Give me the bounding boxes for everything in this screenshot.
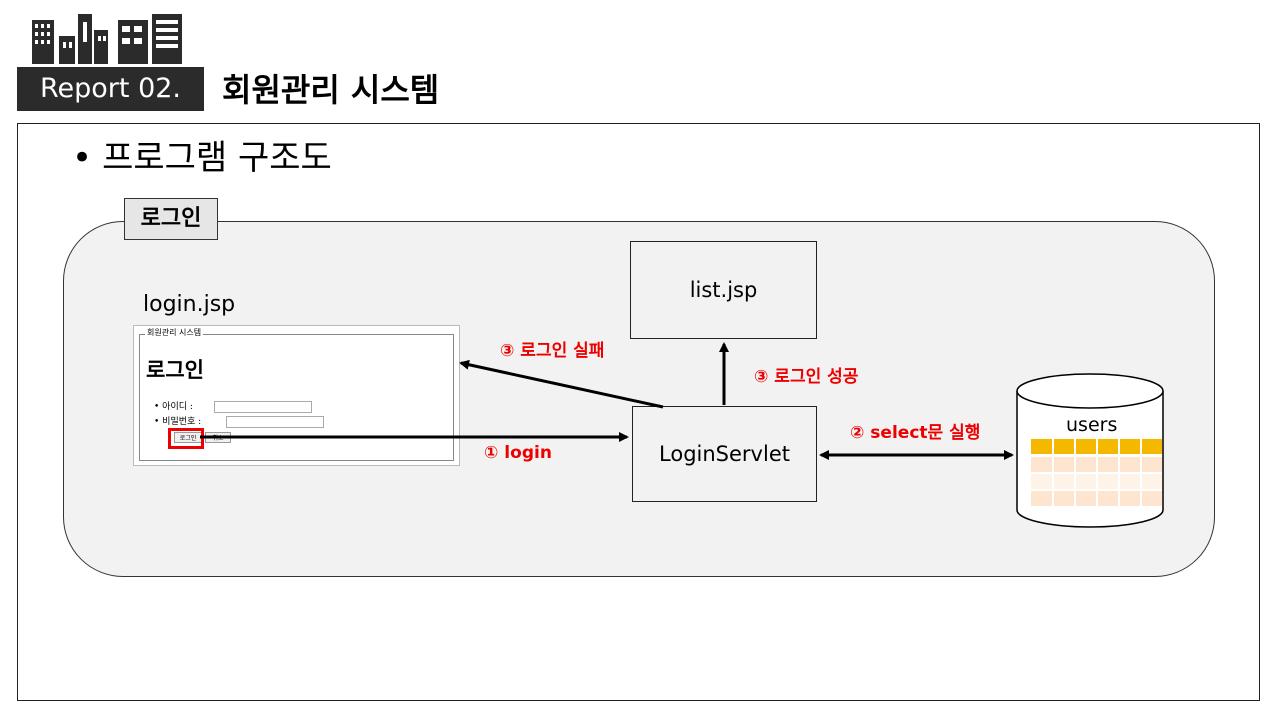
bullet-text: 프로그램 구조도 [102, 138, 332, 178]
group-label: 로그인 [124, 198, 218, 240]
bullet-dot-icon: • [154, 402, 163, 412]
bullet-dot-icon: • [72, 138, 93, 178]
step1-login-label: ① login [484, 443, 552, 463]
preview-heading: 로그인 [146, 357, 204, 382]
logo-icon [32, 12, 187, 68]
database-label: users [1066, 414, 1118, 436]
preview-pw-row: • 비밀번호 : [154, 416, 201, 428]
list-jsp-label: list.jsp [689, 278, 758, 302]
preview-id-input[interactable] [214, 401, 312, 413]
step3-success-label: ③ 로그인 성공 [754, 367, 859, 387]
preview-id-label: 아이디 : [162, 402, 193, 412]
login-servlet-node: LoginServlet [632, 406, 817, 502]
preview-id-row: • 아이디 : [154, 401, 193, 413]
bullet-heading: •프로그램 구조도 [72, 134, 332, 182]
database-cylinder-icon [1016, 373, 1164, 528]
preview-legend: 회원관리 시스템 [145, 327, 204, 339]
preview-pw-input[interactable] [226, 416, 324, 428]
step3-fail-label: ③ 로그인 실패 [500, 341, 605, 361]
login-jsp-label: login.jsp [143, 292, 236, 317]
step2-select-label: ② select문 실행 [850, 423, 981, 443]
bullet-dot-icon: • [154, 417, 163, 427]
preview-pw-label: 비밀번호 : [162, 417, 202, 427]
arrow-login-fail [459, 359, 664, 409]
list-jsp-node: list.jsp [630, 241, 817, 339]
preview-fieldset [139, 334, 454, 461]
login-servlet-label: LoginServlet [659, 442, 790, 466]
slide-title: 회원관리 시스템 [222, 71, 440, 109]
report-badge: Report 02. [17, 67, 204, 111]
